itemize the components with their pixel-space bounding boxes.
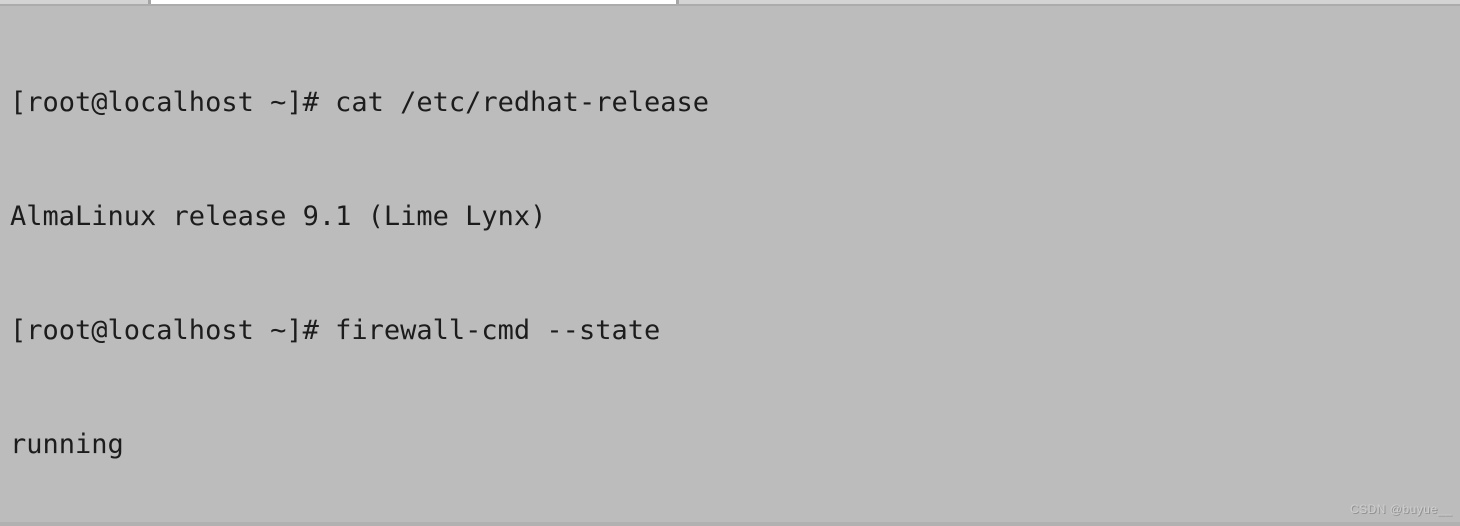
terminal-line-command: [root@localhost ~]# firewall-cmd --state (10, 315, 661, 346)
tab-active[interactable] (151, 0, 676, 4)
tab-inactive-right[interactable] (679, 0, 1460, 4)
tab-inactive-left[interactable] (0, 0, 148, 4)
window-bottom-edge (0, 522, 1460, 526)
terminal-line-output: running (10, 429, 124, 460)
tab-divider (148, 0, 151, 4)
watermark: CSDN @buyue__ (1349, 502, 1452, 516)
terminal-line-output: AlmaLinux release 9.1 (Lime Lynx) (10, 201, 547, 232)
terminal-line-command: [root@localhost ~]# cat /etc/redhat-rele… (10, 87, 709, 118)
tab-bar (0, 0, 1460, 6)
tab-divider (676, 0, 679, 4)
terminal-output[interactable]: [root@localhost ~]# cat /etc/redhat-rele… (0, 6, 1460, 526)
